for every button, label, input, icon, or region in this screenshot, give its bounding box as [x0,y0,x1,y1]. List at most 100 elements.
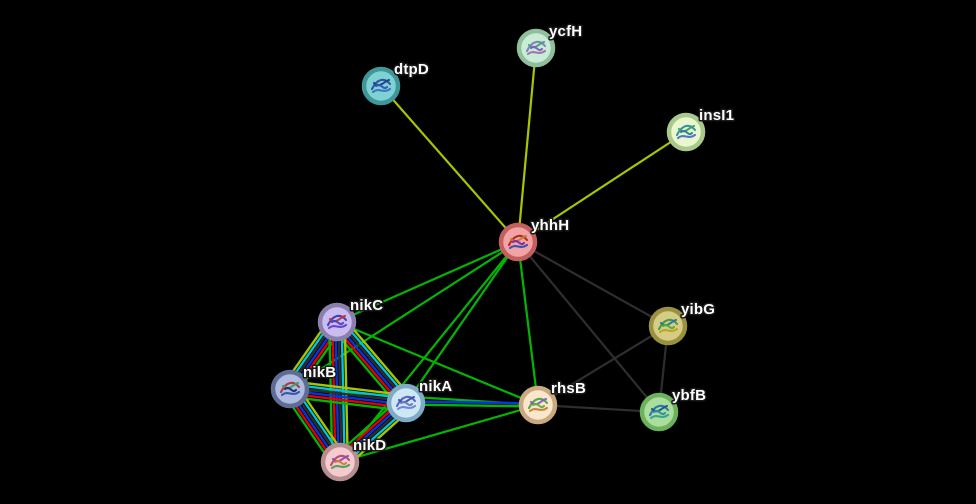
structure-stroke [529,397,548,406]
edge-yhhH-nikC[interactable] [336,240,519,324]
structure-stroke [330,319,345,326]
edge-line-green [288,395,406,412]
edge-rhsB-yibG[interactable] [537,325,669,406]
structure-stroke [658,327,679,334]
structure-stroke [527,40,546,49]
structure-stroke [527,397,549,410]
node-nikA[interactable] [386,383,426,423]
edge-rhsB-nikA[interactable] [405,400,539,408]
structure-stroke [650,404,669,413]
edge-line-green [336,320,539,407]
protein-structure-thumbnail [279,381,301,397]
structure-stroke [397,395,416,404]
structure-stroke [280,390,301,397]
edge-line-lime [516,47,538,243]
node-nikC[interactable] [317,302,357,342]
structure-stroke [395,395,417,408]
edge-rhsB-nikD[interactable] [339,403,539,464]
structure-stroke [648,404,670,417]
protein-structure-thumbnail [507,234,529,250]
node-label-ycfH: ycfH [549,23,582,40]
edge-rhsB-ybfB[interactable] [537,403,660,414]
structure-stroke [511,239,526,246]
structure-stroke [331,454,350,463]
node-label-yhhH: yhhH [531,217,569,234]
structure-stroke [525,40,547,53]
node-label-insI1: insI1 [699,107,734,124]
edge-yhhH-nikB[interactable] [289,241,519,390]
node-label-nikD: nikD [353,437,386,454]
structure-stroke [531,402,546,409]
structure-stroke [374,83,389,90]
structure-stroke [661,323,676,330]
structure-stroke [652,409,667,416]
edge-line-lime [380,85,519,243]
node-nikB[interactable] [270,369,310,409]
node-label-ybfB: ybfB [672,387,706,404]
structure-stroke [281,381,300,390]
structure-stroke [677,124,696,133]
edge-line-blue [406,400,539,405]
edge-line-green [516,241,540,406]
structure-stroke [526,49,547,56]
structure-stroke [371,87,392,94]
protein-structure-thumbnail [525,40,547,56]
node-layer [270,28,706,482]
edge-line-blue [289,389,406,406]
structure-stroke [372,78,391,87]
edge-yhhH-nikA[interactable] [405,241,519,404]
edge-line-lime [517,131,687,243]
node-rhsB[interactable] [518,385,558,425]
structure-stroke [659,318,678,327]
protein-structure-thumbnail [527,397,549,413]
edge-yhhH-insI1[interactable] [517,131,687,243]
edge-line-green [336,240,519,324]
structure-stroke [675,124,697,137]
node-ybfB[interactable] [639,392,679,432]
structure-stroke [508,243,529,250]
structure-stroke [529,45,544,52]
structure-stroke [657,318,679,331]
edge-line-black [537,325,669,406]
structure-stroke [329,454,351,467]
node-insI1[interactable] [666,112,706,152]
protein-structure-thumbnail [657,318,679,334]
structure-stroke [679,129,694,136]
protein-structure-thumbnail [648,404,670,420]
edge-line-lime [341,316,413,399]
edge-line-green [405,403,538,408]
node-ycfH[interactable] [516,28,556,68]
node-nikD[interactable] [320,442,360,482]
protein-structure-thumbnail [370,78,392,94]
edge-yhhH-ycfH[interactable] [516,47,538,243]
node-yibG[interactable] [648,306,688,346]
edge-yhhH-ybfB[interactable] [517,241,660,413]
structure-stroke [333,459,348,466]
structure-stroke [396,404,417,411]
edge-line-green [405,241,519,404]
node-label-nikB: nikB [303,364,336,381]
node-label-dtpD: dtpD [394,61,429,78]
protein-structure-thumbnail [675,124,697,140]
edge-line-black [517,241,660,413]
protein-structure-thumbnail [395,395,417,411]
edge-yhhH-dtpD[interactable] [380,85,519,243]
node-label-nikC: nikC [350,297,383,314]
edge-yhhH-rhsB[interactable] [516,241,540,406]
structure-stroke [370,78,392,91]
edge-line-green [339,403,539,464]
edge-yhhH-yibG[interactable] [517,241,669,327]
edge-line-black [517,241,669,327]
edge-line-green [289,241,519,390]
edge-line-black [337,321,343,462]
node-yhhH[interactable] [498,222,538,262]
edge-line-black [537,403,660,414]
node-dtpD[interactable] [361,66,401,106]
structure-stroke [328,314,347,323]
edge-nikB-nikA[interactable] [288,380,408,412]
structure-stroke [507,234,529,247]
edge-rhsB-nikC[interactable] [336,320,539,407]
structure-stroke [528,406,549,413]
